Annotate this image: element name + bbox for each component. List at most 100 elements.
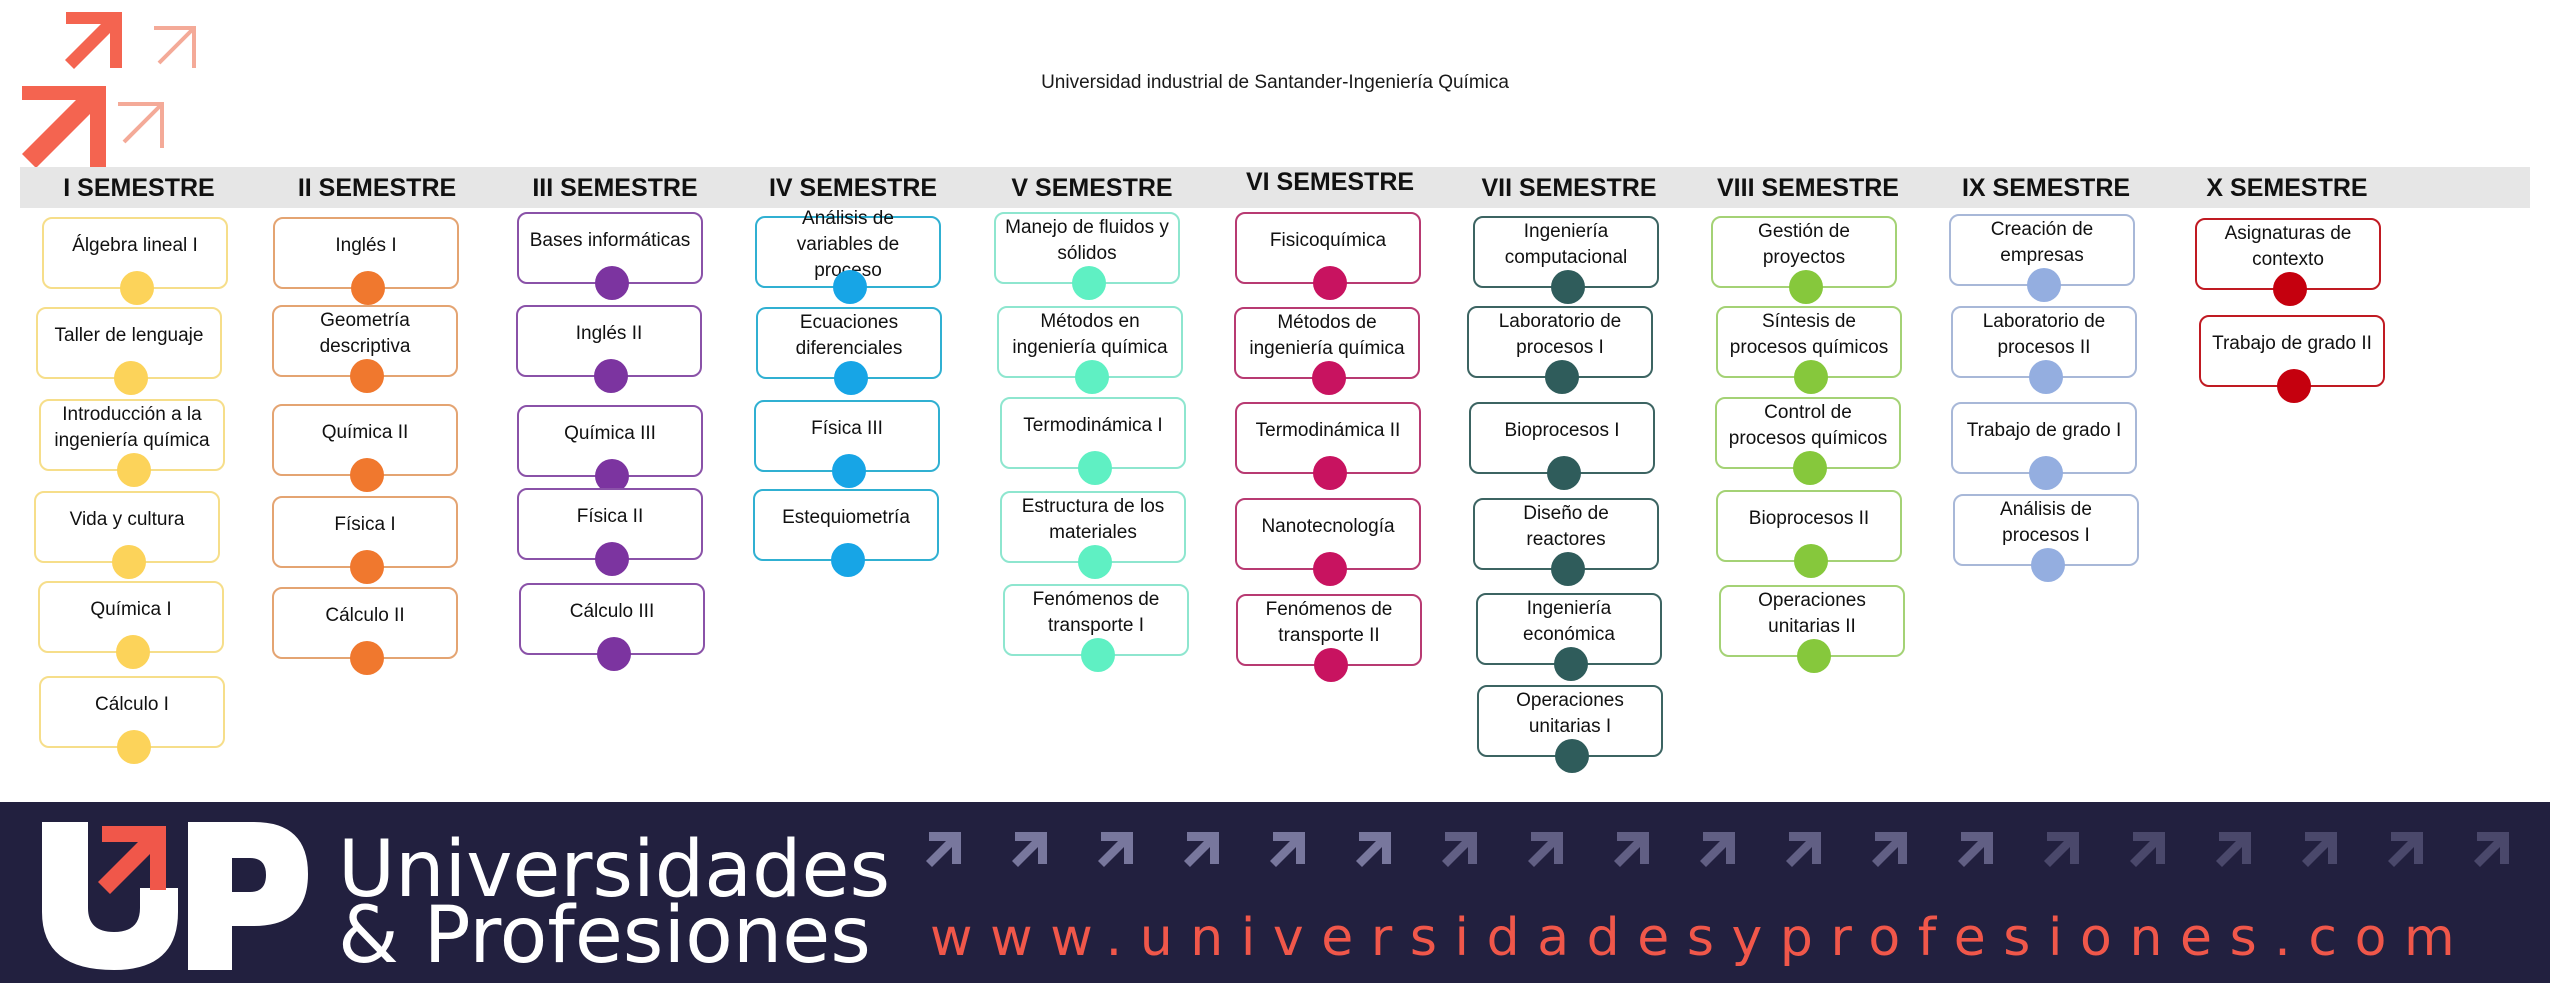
course-dot-icon — [1547, 456, 1581, 490]
course-box[interactable]: Fenómenos de transporte I — [1003, 584, 1189, 672]
course-box[interactable]: Física II — [517, 488, 703, 576]
course-box[interactable]: Química III — [517, 405, 703, 493]
course-dot-icon — [1078, 545, 1112, 579]
semester-column: IV SEMESTRE Análisis de variables de proc… — [728, 0, 978, 800]
course-box[interactable]: Introducción a la ingeniería química — [39, 399, 225, 487]
decorative-arrow-row — [925, 832, 2525, 872]
course-dot-icon — [1312, 361, 1346, 395]
course-box[interactable]: Termodinámica II — [1235, 402, 1421, 490]
arrow-up-right-icon — [1442, 832, 1477, 867]
semester-title: IX SEMESTRE — [1961, 174, 2131, 202]
course-dot-icon — [1551, 270, 1585, 304]
course-box[interactable]: Trabajo de grado I — [1951, 402, 2137, 490]
course-box[interactable]: Taller de lenguaje — [36, 307, 222, 395]
course-dot-icon — [595, 459, 629, 493]
course-box[interactable]: Análisis de procesos I — [1953, 494, 2139, 582]
course-label: Bases informáticas — [529, 230, 691, 251]
course-box[interactable]: Manejo de fluidos y sólidos — [994, 212, 1180, 300]
course-label: Manejo de fluidos y sólidos — [1005, 217, 1169, 264]
course-box[interactable]: Cálculo III — [519, 583, 705, 671]
course-box[interactable]: Álgebra lineal I — [42, 217, 228, 305]
course-dot-icon — [2027, 268, 2061, 302]
course-box[interactable]: Termodinámica I — [1000, 397, 1186, 485]
semester-title: V SEMESTRE — [1011, 174, 1173, 202]
course-box[interactable]: Física I — [272, 496, 458, 584]
arrow-up-right-icon — [1098, 832, 1133, 867]
course-label: Fenómenos de transporte I — [1032, 589, 1160, 636]
course-dot-icon — [1081, 638, 1115, 672]
course-label: Métodos en ingeniería química — [1012, 311, 1168, 358]
course-box[interactable]: Bioprocesos II — [1716, 490, 1902, 578]
course-box[interactable]: Cálculo II — [272, 587, 458, 675]
course-box[interactable]: Ingeniería computacional — [1473, 216, 1659, 304]
course-dot-icon — [1551, 552, 1585, 586]
course-box[interactable]: Nanotecnología — [1235, 498, 1421, 586]
course-label: Métodos de ingeniería química — [1249, 312, 1405, 359]
semester-header-band — [20, 167, 2530, 208]
course-box[interactable]: Fenómenos de transporte II — [1236, 594, 1422, 682]
course-dot-icon — [1555, 739, 1589, 773]
course-box[interactable]: Asignaturas de contexto — [2195, 218, 2381, 306]
course-box[interactable]: Gestión de proyectos — [1711, 216, 1897, 304]
course-box[interactable]: Trabajo de grado II — [2199, 315, 2385, 403]
course-box[interactable]: Ecuaciones diferenciales — [756, 307, 942, 395]
course-box[interactable]: Estructura de los materiales — [1000, 491, 1186, 579]
course-box[interactable]: Bioprocesos I — [1469, 402, 1655, 490]
course-dot-icon — [350, 550, 384, 584]
course-box[interactable]: Fisicoquímica — [1235, 212, 1421, 300]
course-dot-icon — [595, 266, 629, 300]
course-box[interactable]: Ingeniería económica — [1476, 593, 1662, 681]
semester-title: VII SEMESTRE — [1481, 174, 1657, 202]
course-box[interactable]: Física III — [754, 400, 940, 488]
arrow-up-right-icon — [1012, 832, 1047, 867]
arrow-up-right-icon — [2130, 832, 2165, 867]
course-box[interactable]: Diseño de reactores — [1473, 498, 1659, 586]
course-box[interactable]: Operaciones unitarias I — [1477, 685, 1663, 773]
course-box[interactable]: Química I — [38, 581, 224, 669]
course-dot-icon — [1789, 270, 1823, 304]
semester-title: X SEMESTRE — [2206, 174, 2368, 202]
up-logo-icon — [42, 822, 308, 970]
course-box[interactable]: Cálculo I — [39, 676, 225, 764]
course-box[interactable]: Inglés II — [516, 305, 702, 393]
course-box[interactable]: Laboratorio de procesos I — [1467, 306, 1653, 394]
course-box[interactable]: Métodos en ingeniería química — [997, 306, 1183, 394]
course-box[interactable]: Creación de empresas — [1949, 214, 2135, 302]
course-box[interactable]: Síntesis de procesos químicos — [1716, 306, 1902, 394]
course-box[interactable]: Química II — [272, 404, 458, 492]
course-label: Química II — [321, 422, 409, 443]
course-box[interactable]: Geometría descriptiva — [272, 305, 458, 393]
course-label: Control de procesos químicos — [1728, 402, 1888, 449]
course-label: Trabajo de grado II — [2212, 333, 2372, 354]
course-label: Termodinámica I — [1023, 415, 1163, 436]
course-label: Análisis de procesos I — [2000, 499, 2092, 546]
course-label: Ecuaciones diferenciales — [795, 312, 903, 359]
course-box[interactable]: Laboratorio de procesos II — [1951, 306, 2137, 394]
website-link[interactable]: www.universidadesyprofesiones.com — [930, 908, 2473, 968]
course-box[interactable]: Operaciones unitarias II — [1719, 585, 1905, 673]
arrow-up-right-icon — [1614, 832, 1649, 867]
course-box[interactable]: Vida y cultura — [34, 491, 220, 579]
course-box[interactable]: Control de procesos químicos — [1715, 397, 1901, 485]
course-label: Física II — [576, 506, 644, 527]
course-box[interactable]: Estequiometría — [753, 489, 939, 577]
arrow-up-right-icon — [2216, 832, 2251, 867]
arrow-up-right-icon — [2474, 832, 2509, 867]
footer-banner: Universidades & Profesiones www.universi… — [0, 802, 2550, 983]
course-dot-icon — [120, 271, 154, 305]
course-dot-icon — [594, 359, 628, 393]
course-box[interactable]: Bases informáticas — [517, 212, 703, 300]
arrow-up-right-icon — [1958, 832, 1993, 867]
course-box[interactable]: Métodos de ingeniería química — [1234, 307, 1420, 395]
course-dot-icon — [1797, 639, 1831, 673]
course-box[interactable]: Inglés I — [273, 217, 459, 305]
course-box[interactable]: Análisis de variables de proceso — [755, 208, 941, 304]
brand-name-line-1: Universidades — [338, 825, 891, 915]
course-label: Física I — [334, 514, 396, 535]
semester-title: IV SEMESTRE — [768, 174, 938, 202]
arrow-logo-icon — [22, 12, 196, 168]
